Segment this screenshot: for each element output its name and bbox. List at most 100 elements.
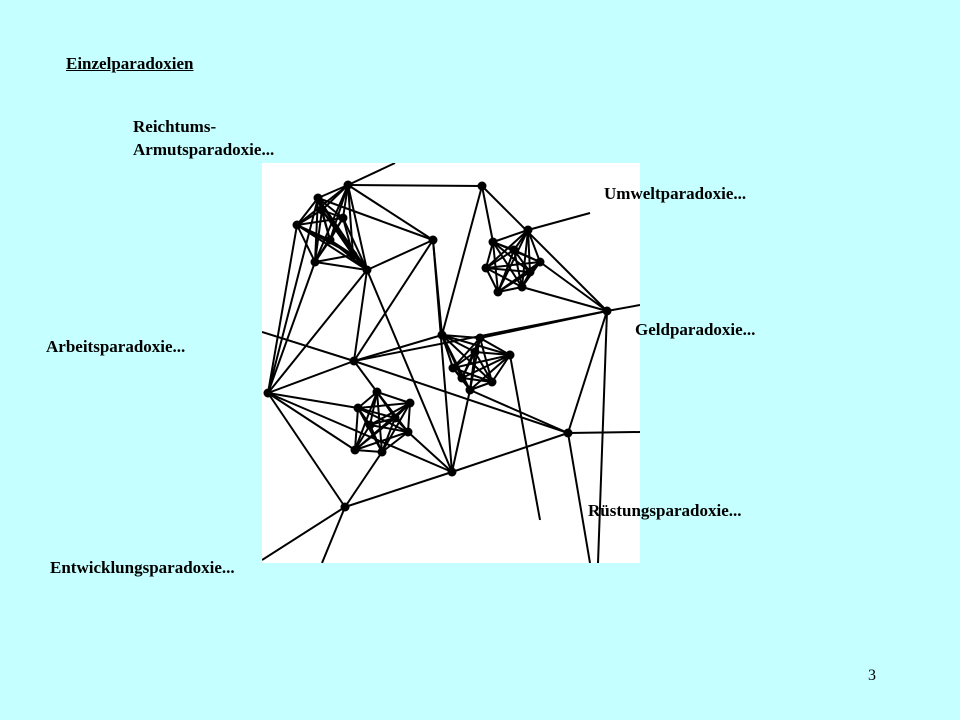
network-node bbox=[475, 333, 485, 343]
label-reichtums-armutsparadoxie: Reichtums- Armutsparadoxie... bbox=[133, 115, 274, 161]
network-node bbox=[353, 403, 363, 413]
network-diagram bbox=[262, 163, 640, 563]
network-node bbox=[325, 235, 335, 245]
network-edge bbox=[354, 417, 396, 451]
network-node bbox=[340, 502, 350, 512]
network-edge bbox=[342, 217, 368, 271]
network-edge bbox=[347, 184, 368, 271]
network-edge bbox=[381, 417, 396, 453]
network-node bbox=[349, 356, 359, 366]
network-edge bbox=[513, 249, 531, 273]
network-edge-outward bbox=[606, 304, 640, 312]
network-edge bbox=[342, 184, 349, 219]
network-node bbox=[292, 220, 302, 230]
network-edge bbox=[357, 402, 411, 409]
network-node bbox=[448, 363, 458, 373]
network-edge bbox=[267, 392, 346, 508]
network-node bbox=[525, 267, 535, 277]
network-edge bbox=[451, 389, 471, 473]
label-geldparadoxie: Geldparadoxie... bbox=[635, 320, 756, 339]
network-edge bbox=[481, 185, 494, 243]
network-edge bbox=[474, 351, 511, 356]
network-edge bbox=[474, 351, 493, 383]
network-edge bbox=[354, 391, 378, 451]
network-edge-outward bbox=[567, 432, 591, 563]
network-edge bbox=[347, 184, 483, 187]
network-edge bbox=[353, 269, 368, 362]
network-edge bbox=[407, 431, 453, 473]
network-edge bbox=[344, 471, 453, 508]
network-edge bbox=[513, 249, 541, 263]
network-edge bbox=[267, 392, 359, 409]
network-edges bbox=[262, 163, 640, 563]
network-edge bbox=[267, 197, 319, 394]
network-node bbox=[350, 445, 360, 455]
network-edge-outward bbox=[567, 431, 640, 434]
network-edge bbox=[461, 351, 476, 379]
network-edge-outward bbox=[347, 163, 396, 186]
network-edge bbox=[354, 424, 371, 451]
network-edge bbox=[321, 184, 349, 211]
network-edge bbox=[366, 269, 453, 473]
network-edge-outward bbox=[509, 354, 541, 521]
network-edge bbox=[485, 261, 541, 269]
network-edge bbox=[342, 217, 354, 256]
network-edge bbox=[366, 239, 434, 271]
network-node bbox=[505, 350, 515, 360]
network-edge bbox=[521, 286, 608, 312]
slide-title: Einzelparadoxien bbox=[66, 54, 194, 73]
network-node bbox=[313, 193, 323, 203]
network-edge bbox=[369, 424, 409, 433]
network-node bbox=[348, 250, 358, 260]
network-edge bbox=[267, 392, 356, 451]
network-edge bbox=[479, 310, 608, 339]
network-edge bbox=[452, 337, 481, 369]
network-node bbox=[602, 306, 612, 316]
network-edge bbox=[539, 261, 608, 312]
network-node bbox=[428, 235, 438, 245]
network-edge bbox=[485, 229, 529, 269]
network-node bbox=[310, 257, 320, 267]
network-edge bbox=[491, 354, 511, 383]
network-edge bbox=[461, 377, 493, 383]
network-node bbox=[509, 245, 519, 255]
network-edge bbox=[452, 351, 476, 369]
network-edge bbox=[357, 407, 396, 419]
network-edge bbox=[314, 209, 323, 263]
label-ruestungsparadoxie: Rüstungsparadoxie... bbox=[588, 501, 742, 520]
network-edge-outward bbox=[321, 506, 346, 563]
network-edge bbox=[354, 449, 383, 453]
network-edge bbox=[407, 402, 411, 433]
network-edge bbox=[513, 249, 523, 288]
network-edge bbox=[314, 254, 354, 263]
network-edge bbox=[432, 239, 453, 473]
network-node bbox=[523, 225, 533, 235]
label-umweltparadoxie: Umweltparadoxie... bbox=[604, 184, 747, 203]
network-edge bbox=[567, 310, 608, 434]
network-node bbox=[457, 373, 467, 383]
network-edge bbox=[347, 184, 434, 241]
page-number: 3 bbox=[868, 667, 876, 684]
network-edge bbox=[267, 392, 453, 473]
network-edge bbox=[321, 209, 354, 256]
network-edge bbox=[369, 402, 411, 426]
network-node bbox=[372, 387, 382, 397]
network-edge bbox=[329, 184, 349, 241]
network-edge bbox=[469, 351, 476, 391]
network-edge bbox=[329, 239, 354, 256]
network-node bbox=[493, 287, 503, 297]
network-node bbox=[481, 263, 491, 273]
network-edge bbox=[353, 239, 434, 362]
network-node bbox=[465, 385, 475, 395]
network-edge bbox=[369, 391, 378, 426]
network-edge bbox=[481, 185, 608, 312]
network-node bbox=[338, 213, 348, 223]
network-edge bbox=[479, 337, 511, 356]
network-edge bbox=[469, 354, 511, 391]
network-node bbox=[563, 428, 573, 438]
network-edge-outward bbox=[527, 212, 591, 231]
network-edge bbox=[441, 185, 483, 336]
network-diagram-panel bbox=[262, 163, 640, 563]
network-edge bbox=[267, 224, 298, 394]
network-node bbox=[343, 180, 353, 190]
